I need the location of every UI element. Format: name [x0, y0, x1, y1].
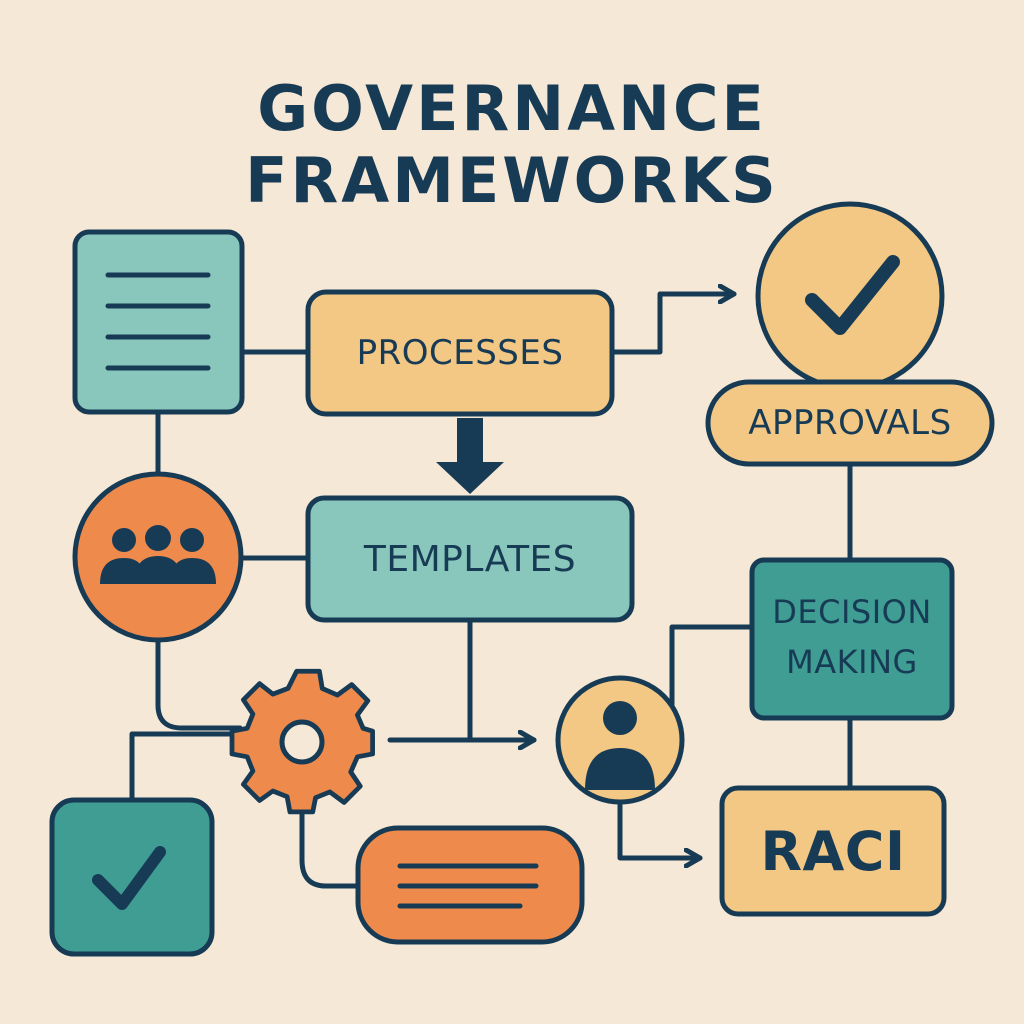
connector-processes-approvals [609, 294, 737, 355]
checkbox-icon [49, 797, 215, 957]
templates-label: TEMPLATES [363, 538, 577, 580]
approvals-label: APPROVALS [748, 403, 952, 443]
connector-lines [129, 294, 853, 889]
page-title-line-1: GOVERNANCE [257, 72, 767, 145]
templates-box [305, 495, 635, 623]
approvals-pill [705, 379, 995, 467]
connector-person-raci [617, 793, 703, 858]
raci-box [719, 785, 947, 917]
team-icon [72, 471, 244, 643]
arrow-processes-templates [436, 418, 504, 494]
checkmark-circle-icon [755, 201, 945, 391]
raci-label: RACI [760, 819, 906, 883]
gear-icon [229, 668, 375, 815]
decision-label-line-2: MAKING [786, 643, 918, 681]
page-title-line-2: FRAMEWORKS [245, 144, 779, 217]
connector-gear-note [299, 807, 363, 889]
decision-label-line-1: DECISION [772, 593, 932, 631]
connector-team-gear [155, 637, 243, 731]
decision-making-box [749, 557, 955, 721]
note-icon [355, 825, 585, 945]
connector-gear-check [129, 731, 243, 803]
processes-box [305, 289, 615, 417]
connector-decision-person [669, 624, 755, 711]
person-icon [555, 675, 685, 805]
document-icon [72, 229, 245, 415]
processes-label: PROCESSES [356, 333, 564, 373]
